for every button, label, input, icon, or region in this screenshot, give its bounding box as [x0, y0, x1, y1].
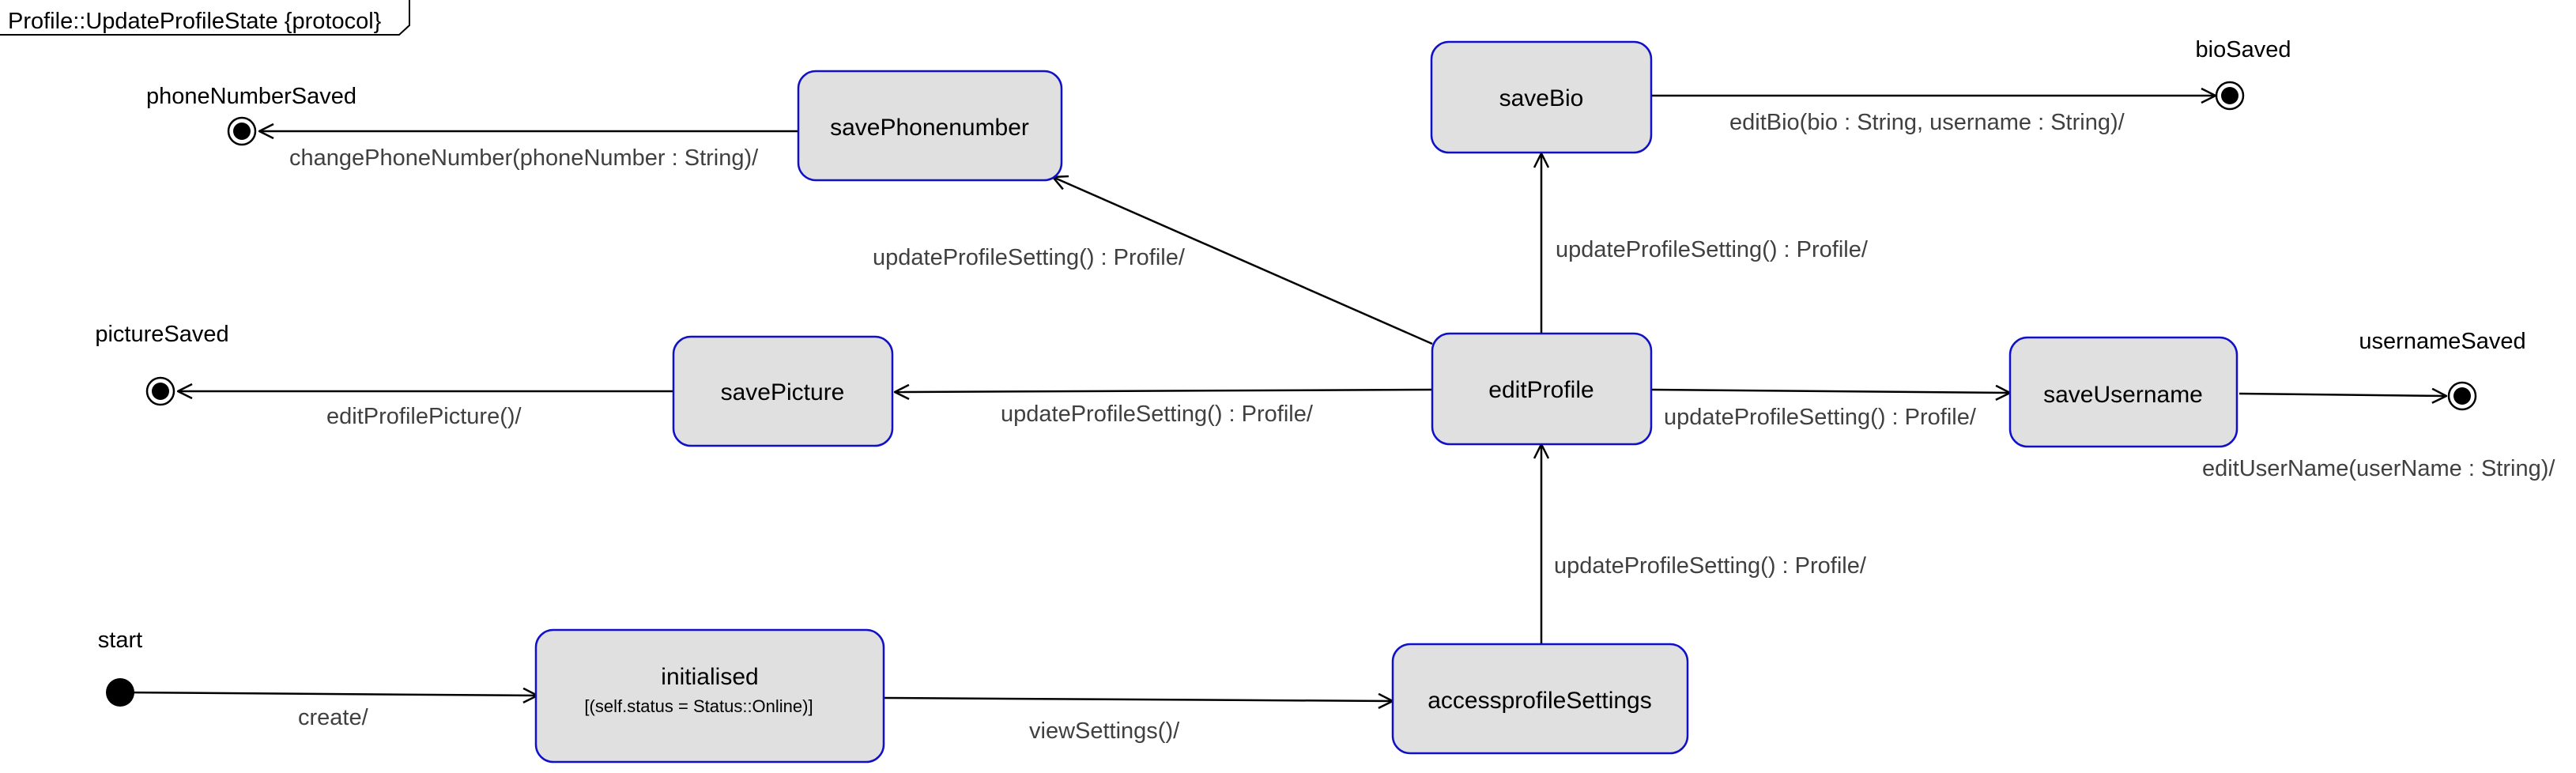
transition-label-edit-bio: updateProfileSetting() : Profile/ [1556, 237, 1869, 262]
transition-label-viewsettings: viewSettings()/ [1029, 718, 1180, 744]
state-editprofile[interactable]: editProfile [1431, 332, 1653, 446]
transition-label-phone-final: changePhoneNumber(phoneNumber : String)/ [289, 145, 759, 171]
state-name: saveBio [1499, 85, 1584, 111]
transition-label-edit-picture: updateProfileSetting() : Profile/ [1001, 402, 1314, 427]
final-node-phone [227, 116, 257, 146]
edge-edit-phone [1053, 177, 1433, 345]
edge-edit-username [1651, 390, 2010, 393]
initial-node [106, 678, 134, 707]
transition-label-access-edit: updateProfileSetting() : Profile/ [1554, 553, 1867, 579]
state-name: accessprofileSettings [1428, 688, 1651, 714]
final-node-picture [145, 376, 175, 406]
transition-label-edit-username: updateProfileSetting() : Profile/ [1664, 405, 1977, 430]
transition-label-create: create/ [298, 705, 369, 730]
state-initialised[interactable]: initialised [(self.status = Status::Onli… [534, 628, 885, 764]
diagram-frame: Profile::UpdateProfileState {protocol} [0, 0, 410, 36]
start-label: start [98, 628, 142, 653]
state-name: saveUsername [2043, 382, 2203, 408]
edge-initialised-access [883, 698, 1393, 701]
edge-edit-picture [895, 390, 1433, 392]
state-savepicture[interactable]: savePicture [672, 335, 894, 447]
transition-label-username-final: editUserName(userName : String)/ [2202, 456, 2555, 481]
final-label-bio: bioSaved [2196, 37, 2291, 62]
state-savebio[interactable]: saveBio [1430, 40, 1653, 154]
state-savephonenumber[interactable]: savePhonenumber [797, 70, 1063, 182]
state-name: savePicture [721, 379, 845, 405]
state-name: savePhonenumber [830, 115, 1029, 141]
state-name: initialised [661, 664, 758, 690]
transition-label-bio-final: editBio(bio : String, username : String)… [1729, 110, 2125, 135]
final-label-username: usernameSaved [2359, 329, 2525, 354]
state-accessprofilesettings[interactable]: accessprofileSettings [1391, 643, 1689, 755]
state-saveusername[interactable]: saveUsername [2008, 336, 2238, 448]
final-label-phone: phoneNumberSaved [146, 84, 356, 109]
final-label-picture: pictureSaved [95, 322, 228, 347]
edge-start-initialised [119, 692, 537, 696]
transition-label-picture-final: editProfilePicture()/ [326, 404, 522, 429]
transition-label-edit-phone: updateProfileSetting() : Profile/ [873, 245, 1186, 270]
state-name: editProfile [1488, 377, 1593, 403]
edge-username-final [2238, 394, 2446, 396]
final-node-username [2447, 381, 2477, 411]
final-node-bio [2215, 81, 2245, 111]
state-guard: [(self.status = Status::Online)] [584, 696, 813, 716]
frame-title: Profile::UpdateProfileState {protocol} [8, 9, 382, 34]
